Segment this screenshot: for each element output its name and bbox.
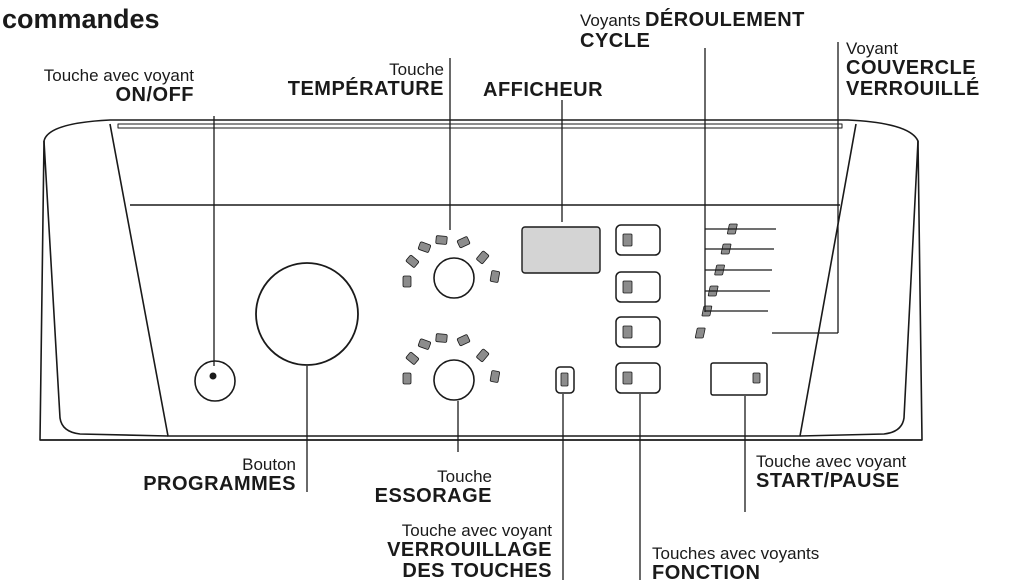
couvercle-led — [694, 327, 706, 339]
label-programmes: Bouton PROGRAMMES — [90, 456, 296, 495]
essorage-dial[interactable] — [402, 333, 500, 401]
onoff-button[interactable] — [194, 360, 236, 402]
fonction-button-3 — [615, 316, 661, 348]
temp-led-5 — [456, 236, 471, 249]
label-programmes-big: PROGRAMMES — [143, 472, 296, 495]
fonction-button-1 — [615, 224, 661, 256]
temp-led-1 — [402, 275, 412, 288]
label-onoff: Touche avec voyant ON/OFF — [4, 67, 194, 106]
label-deroulement-small: Voyants — [580, 11, 641, 30]
spin-led-2 — [405, 351, 419, 365]
label-couvercle-small: Voyant — [846, 39, 898, 58]
temp-led-7 — [489, 270, 500, 283]
label-deroulement: Voyants DÉROULEMENT CYCLE — [580, 10, 805, 52]
verrouillage-led — [560, 372, 569, 387]
panel-inner-front — [109, 123, 857, 437]
spin-led-6 — [476, 348, 490, 362]
panel-outline — [39, 119, 923, 441]
label-temperature: Touche TEMPÉRATURE — [236, 61, 444, 100]
label-onoff-small: Touche avec voyant — [43, 66, 194, 85]
label-deroulement-line1: Voyants DÉROULEMENT — [580, 10, 805, 31]
right-wing — [799, 140, 919, 437]
fonction-buttons[interactable] — [615, 224, 661, 394]
label-afficheur: AFFICHEUR — [483, 80, 603, 101]
label-afficheur-big: AFFICHEUR — [483, 79, 604, 101]
panel-top-band — [117, 123, 843, 129]
fonction-button-4 — [615, 362, 661, 394]
label-deroulement-big2: CYCLE — [580, 30, 651, 52]
temp-led-4 — [435, 235, 448, 245]
fonction-button-2 — [615, 271, 661, 303]
temp-led-6 — [476, 250, 490, 264]
label-startpause-big: START/PAUSE — [756, 469, 900, 492]
startpause-button[interactable] — [710, 362, 768, 396]
label-verrouillage-big1: VERROUILLAGE — [387, 538, 552, 561]
page-title: commandes — [2, 4, 160, 34]
label-essorage-small: Touche — [437, 467, 492, 486]
label-temperature-small: Touche — [389, 60, 444, 79]
label-fonction-big: FONCTION — [652, 561, 761, 584]
label-temperature-big: TEMPÉRATURE — [287, 77, 444, 100]
temp-led-3 — [417, 241, 431, 253]
onoff-led — [209, 372, 217, 380]
spin-led-5 — [456, 334, 471, 347]
label-startpause: Touche avec voyant START/PAUSE — [756, 453, 906, 492]
label-couvercle-big1: COUVERCLE — [846, 56, 977, 79]
label-verrouillage-big2: DES TOUCHES — [402, 559, 552, 582]
label-fonction-small: Touches avec voyants — [652, 544, 820, 563]
label-essorage-big: ESSORAGE — [374, 484, 492, 507]
startpause-led — [752, 372, 761, 384]
spin-led-7 — [489, 370, 500, 383]
label-couvercle: Voyant COUVERCLE VERROUILLÉ — [846, 40, 980, 100]
verrouillage-button[interactable] — [555, 366, 575, 394]
programmes-knob[interactable] — [255, 262, 359, 366]
label-couvercle-big2: VERROUILLÉ — [846, 77, 980, 100]
label-startpause-small: Touche avec voyant — [756, 452, 907, 471]
label-essorage: Touche ESSORAGE — [340, 468, 492, 507]
label-fonction: Touches avec voyants FONCTION — [652, 545, 819, 584]
label-verrouillage-small: Touche avec voyant — [401, 521, 552, 540]
label-verrouillage: Touche avec voyant VERROUILLAGE DES TOUC… — [340, 522, 552, 582]
label-programmes-small: Bouton — [242, 455, 296, 474]
left-wing — [43, 140, 169, 437]
spin-led-4 — [435, 333, 448, 343]
leader-lines — [213, 42, 839, 580]
spin-led-3 — [417, 338, 431, 350]
temp-led-2 — [405, 254, 419, 268]
spin-led-1 — [402, 372, 412, 385]
afficheur-display — [521, 226, 601, 274]
label-onoff-big: ON/OFF — [115, 83, 194, 106]
label-deroulement-big1: DÉROULEMENT — [644, 9, 805, 31]
temperature-dial[interactable] — [402, 235, 500, 299]
